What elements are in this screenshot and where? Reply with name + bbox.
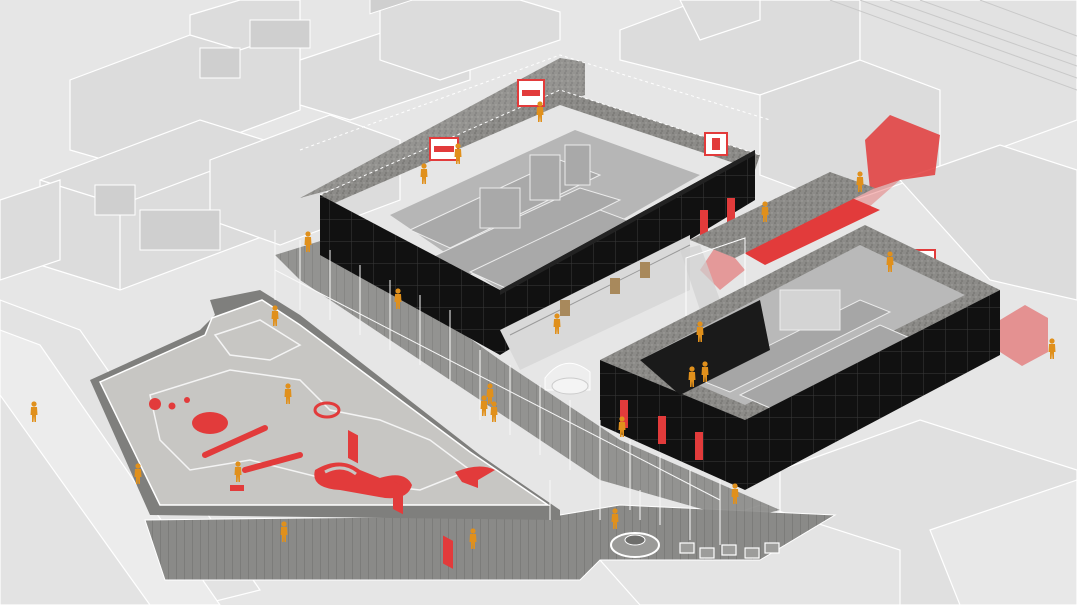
car-icon	[544, 362, 591, 395]
fountain-icon	[610, 532, 660, 558]
skate-plaza	[90, 290, 560, 520]
railings	[274, 230, 721, 545]
pavement	[144, 238, 837, 581]
main-building	[299, 54, 771, 569]
rail-tracks	[829, 0, 1077, 91]
second-building	[600, 225, 1000, 490]
planter-icon	[679, 542, 780, 559]
rooftop-units	[94, 0, 431, 251]
